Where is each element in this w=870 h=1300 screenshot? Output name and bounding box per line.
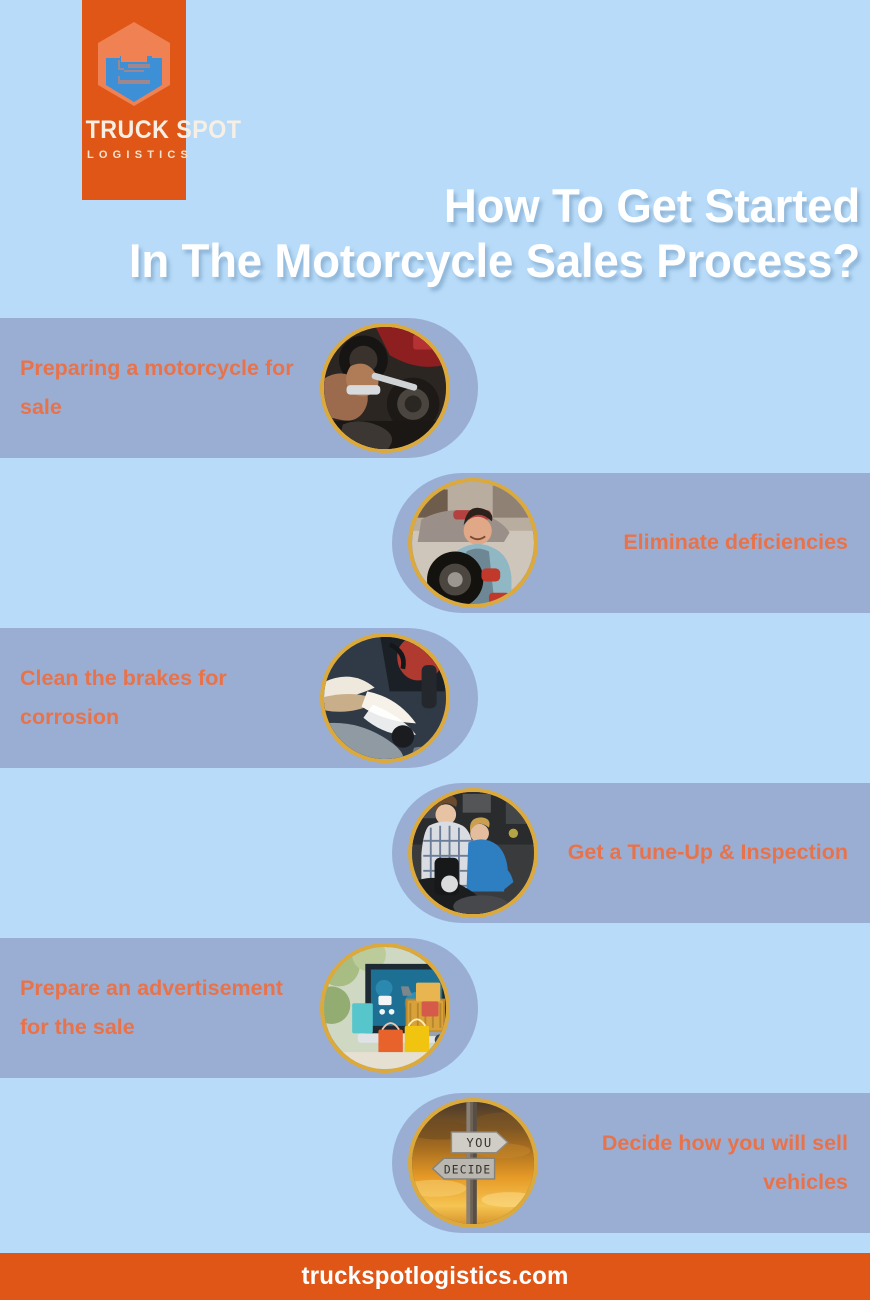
brand-wordmark: TRUCK SPOT LOGISTICS xyxy=(82,116,242,161)
step-label-3: Clean the brakes for corrosion xyxy=(20,665,227,729)
page-title: How To Get Started In The Motorcycle Sal… xyxy=(26,179,860,288)
pressure-washing-spray-photo xyxy=(320,633,450,763)
list-item: Decide how you will sell vehicles xyxy=(0,1093,870,1233)
header: TRUCK SPOT LOGISTICS How To Get Started … xyxy=(0,0,870,300)
footer-bar: truckspotlogistics.com xyxy=(0,1253,870,1300)
smiling-mechanic-with-wheel-photo xyxy=(408,478,538,608)
step-label-5: Prepare an advertisement for the sale xyxy=(20,975,283,1039)
page-title-line-2: In The Motorcycle Sales Process? xyxy=(128,234,860,287)
workshop-inspection-photo xyxy=(408,788,538,918)
step-label-2: Eliminate deficiencies xyxy=(623,530,848,555)
list-item: Clean the brakes for corrosion xyxy=(0,628,870,768)
list-item: Prepare an advertisement for the sale xyxy=(0,938,870,1078)
step-label-4: Get a Tune-Up & Inspection xyxy=(567,840,848,865)
you-decide-signpost-photo: YOU DECIDE xyxy=(408,1098,538,1228)
list-item: Preparing a motorcycle for sale xyxy=(0,318,870,458)
brand-name-main: TRUCK SPOT xyxy=(85,116,242,144)
svg-text:DECIDE: DECIDE xyxy=(444,1163,491,1176)
brand-logo-block[interactable]: TRUCK SPOT LOGISTICS xyxy=(82,0,242,200)
mechanic-hands-wrench-photo xyxy=(320,323,450,453)
online-shopping-cart-laptop-photo xyxy=(320,943,450,1073)
step-label-6: Decide how you will sell vehicles xyxy=(601,1130,848,1194)
list-item: Eliminate deficiencies xyxy=(0,473,870,613)
brand-name-sub: LOGISTICS xyxy=(87,149,194,161)
page-title-line-1: How To Get Started xyxy=(443,179,860,233)
step-label-1: Preparing a motorcycle for sale xyxy=(20,355,294,419)
list-item: Get a Tune-Up & Inspection xyxy=(0,783,870,923)
svg-text:YOU: YOU xyxy=(466,1136,492,1150)
hexagon-truckspot-logo-icon xyxy=(90,18,178,110)
steps-list: Preparing a motorcycle for sale xyxy=(0,318,870,1248)
website-url[interactable]: truckspotlogistics.com xyxy=(301,1262,569,1290)
